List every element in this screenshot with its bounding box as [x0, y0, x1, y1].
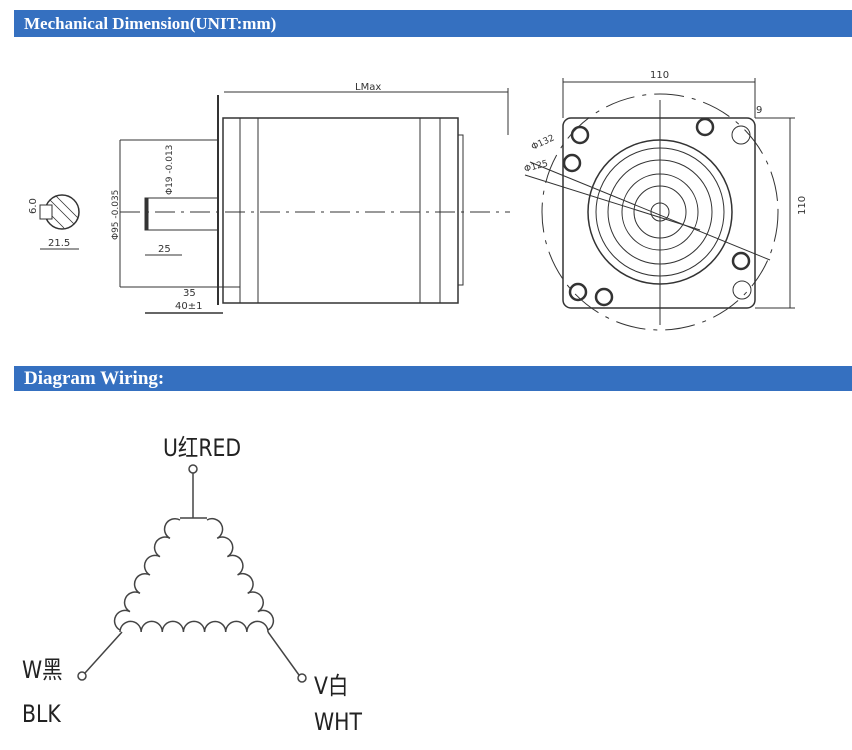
shaft-length-label: 40±1 — [175, 301, 202, 312]
width-label: 110 — [650, 70, 669, 81]
height-label: 110 — [797, 196, 808, 215]
u-label: U红RED — [163, 434, 242, 462]
w-en-label: BLK — [22, 700, 61, 728]
key-width-label: 6.0 — [28, 198, 39, 214]
v-label: V白 — [314, 672, 349, 700]
length-label: LMax — [355, 82, 381, 93]
key-length-label: 25 — [158, 244, 171, 255]
bolt-circle-label: Φ132 — [530, 133, 556, 152]
wiring-diagram — [77, 464, 307, 683]
shaft-dia-label: Φ19 -0.013 — [165, 145, 175, 195]
flange-shaft-label: 35 — [183, 288, 196, 299]
terminal-w — [77, 671, 87, 681]
v-en-label: WHT — [314, 708, 362, 736]
mechanical-dimension-header: Mechanical Dimension(UNIT:mm) — [14, 10, 852, 37]
side-view: LMax 25 35 40±1 Φ95 -0.035 Φ19 -0.013 — [111, 82, 510, 314]
pilot-dia-label: Φ95 -0.035 — [111, 190, 121, 240]
w-label: W黑 — [22, 656, 63, 684]
coil-windings — [113, 517, 275, 633]
shaft-section: 21.5 6.0 — [28, 194, 80, 250]
terminal-v — [297, 673, 307, 683]
key-depth-label: 21.5 — [48, 238, 70, 249]
pilot-circle-label: Φ125 — [523, 159, 549, 175]
wiring-diagram-header: Diagram Wiring: — [14, 366, 852, 391]
hole-label: 9 — [756, 105, 762, 116]
front-view: 110 110 9 Φ132 Φ125 — [523, 70, 808, 331]
terminal-u — [188, 464, 198, 474]
